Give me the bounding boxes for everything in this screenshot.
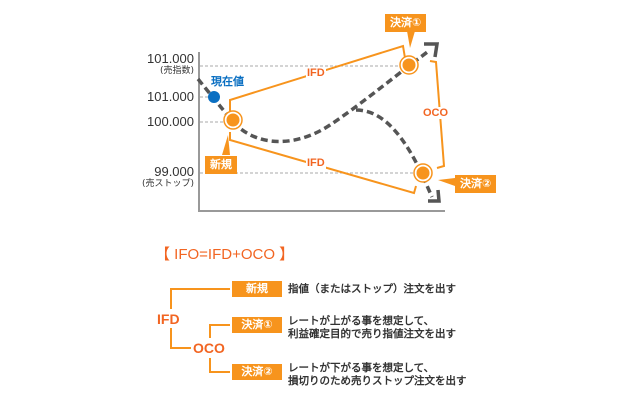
settle1-tag: 決済①: [385, 14, 427, 32]
y-label-value: 101.000: [147, 89, 194, 104]
legend-tag-settle1: 決済①: [232, 317, 282, 333]
chart-graphics: [196, 31, 455, 212]
desc-line: 損切りのため売りストップ注文を出す: [288, 375, 467, 387]
settle2-tag-pointer: [438, 178, 455, 186]
y-label-101-current: 101.000: [147, 90, 194, 104]
y-label-100: 100.000: [147, 115, 194, 129]
y-label-value: 99.000: [154, 164, 194, 179]
y-label-101-limit: 101.000 (売指数): [147, 52, 194, 77]
ifd-upper-label: IFD: [306, 67, 326, 79]
entry-tag: 新規: [205, 156, 237, 174]
legend-title: 【 IFO=IFD+OCO 】: [155, 246, 295, 263]
desc-line: 指値（またはストップ）注文を出す: [288, 283, 456, 295]
settle1-point: [399, 55, 419, 75]
ifd-lower-label: IFD: [306, 157, 326, 169]
legend-desc-entry: 指値（またはストップ）注文を出す: [288, 283, 456, 296]
arrowhead-up-icon: [424, 42, 440, 58]
desc-line: 利益確定目的で売り指値注文を出す: [288, 328, 456, 340]
arrowhead-down-icon: [428, 189, 441, 203]
current-price-point: [208, 91, 220, 103]
legend-tree-lines: [170, 288, 230, 373]
tree-line-oco-to-settle1: [209, 324, 230, 338]
entry-point: [223, 110, 243, 130]
tree-line-ifd-to-entry: [170, 288, 230, 309]
oco-label: OCO: [422, 107, 450, 119]
y-label-value: 101.000: [147, 51, 194, 66]
tree-ifd-label: IFD: [157, 311, 180, 327]
y-label-value: 100.000: [147, 114, 194, 129]
settle2-point: [413, 163, 433, 183]
ifd-upper-bracket: [229, 44, 406, 112]
entry-tag-pointer: [222, 135, 230, 155]
ifo-legend: 【 IFO=IFD+OCO 】 IFD OCO 新規 指値（またはストップ）注文…: [0, 230, 640, 401]
desc-line: レートが下がる事を想定して、: [288, 362, 435, 374]
current-price-label: 現在値: [211, 75, 244, 88]
price-path-down: [355, 108, 434, 198]
legend-tag-entry: 新規: [232, 281, 282, 297]
price-path-up: [231, 48, 432, 144]
legend-desc-settle1: レートが上がる事を想定して、 利益確定目的で売り指値注文を出す: [288, 315, 456, 341]
y-label-sub: (売ストップ): [141, 179, 194, 189]
tree-line-oco-to-settle2: [209, 358, 230, 373]
legend-desc-settle2: レートが下がる事を想定して、 損切りのため売りストップ注文を出す: [288, 362, 467, 388]
ifo-chart: 101.000 (売指数) 101.000 100.000 99.000 (売ス…: [100, 0, 497, 230]
settle2-tag: 決済②: [455, 175, 497, 193]
desc-line: レートが上がる事を想定して、: [288, 315, 435, 327]
y-label-sub: (売指数): [159, 66, 194, 76]
y-axis-labels: 101.000 (売指数) 101.000 100.000 99.000 (売ス…: [100, 0, 194, 230]
tree-line-ifd-to-oco: [170, 328, 191, 349]
tree-oco-label: OCO: [193, 340, 225, 356]
y-label-99-stop: 99.000 (売ストップ): [142, 165, 194, 190]
legend-tag-settle2: 決済②: [232, 364, 282, 380]
settle1-tag-pointer: [407, 31, 415, 48]
